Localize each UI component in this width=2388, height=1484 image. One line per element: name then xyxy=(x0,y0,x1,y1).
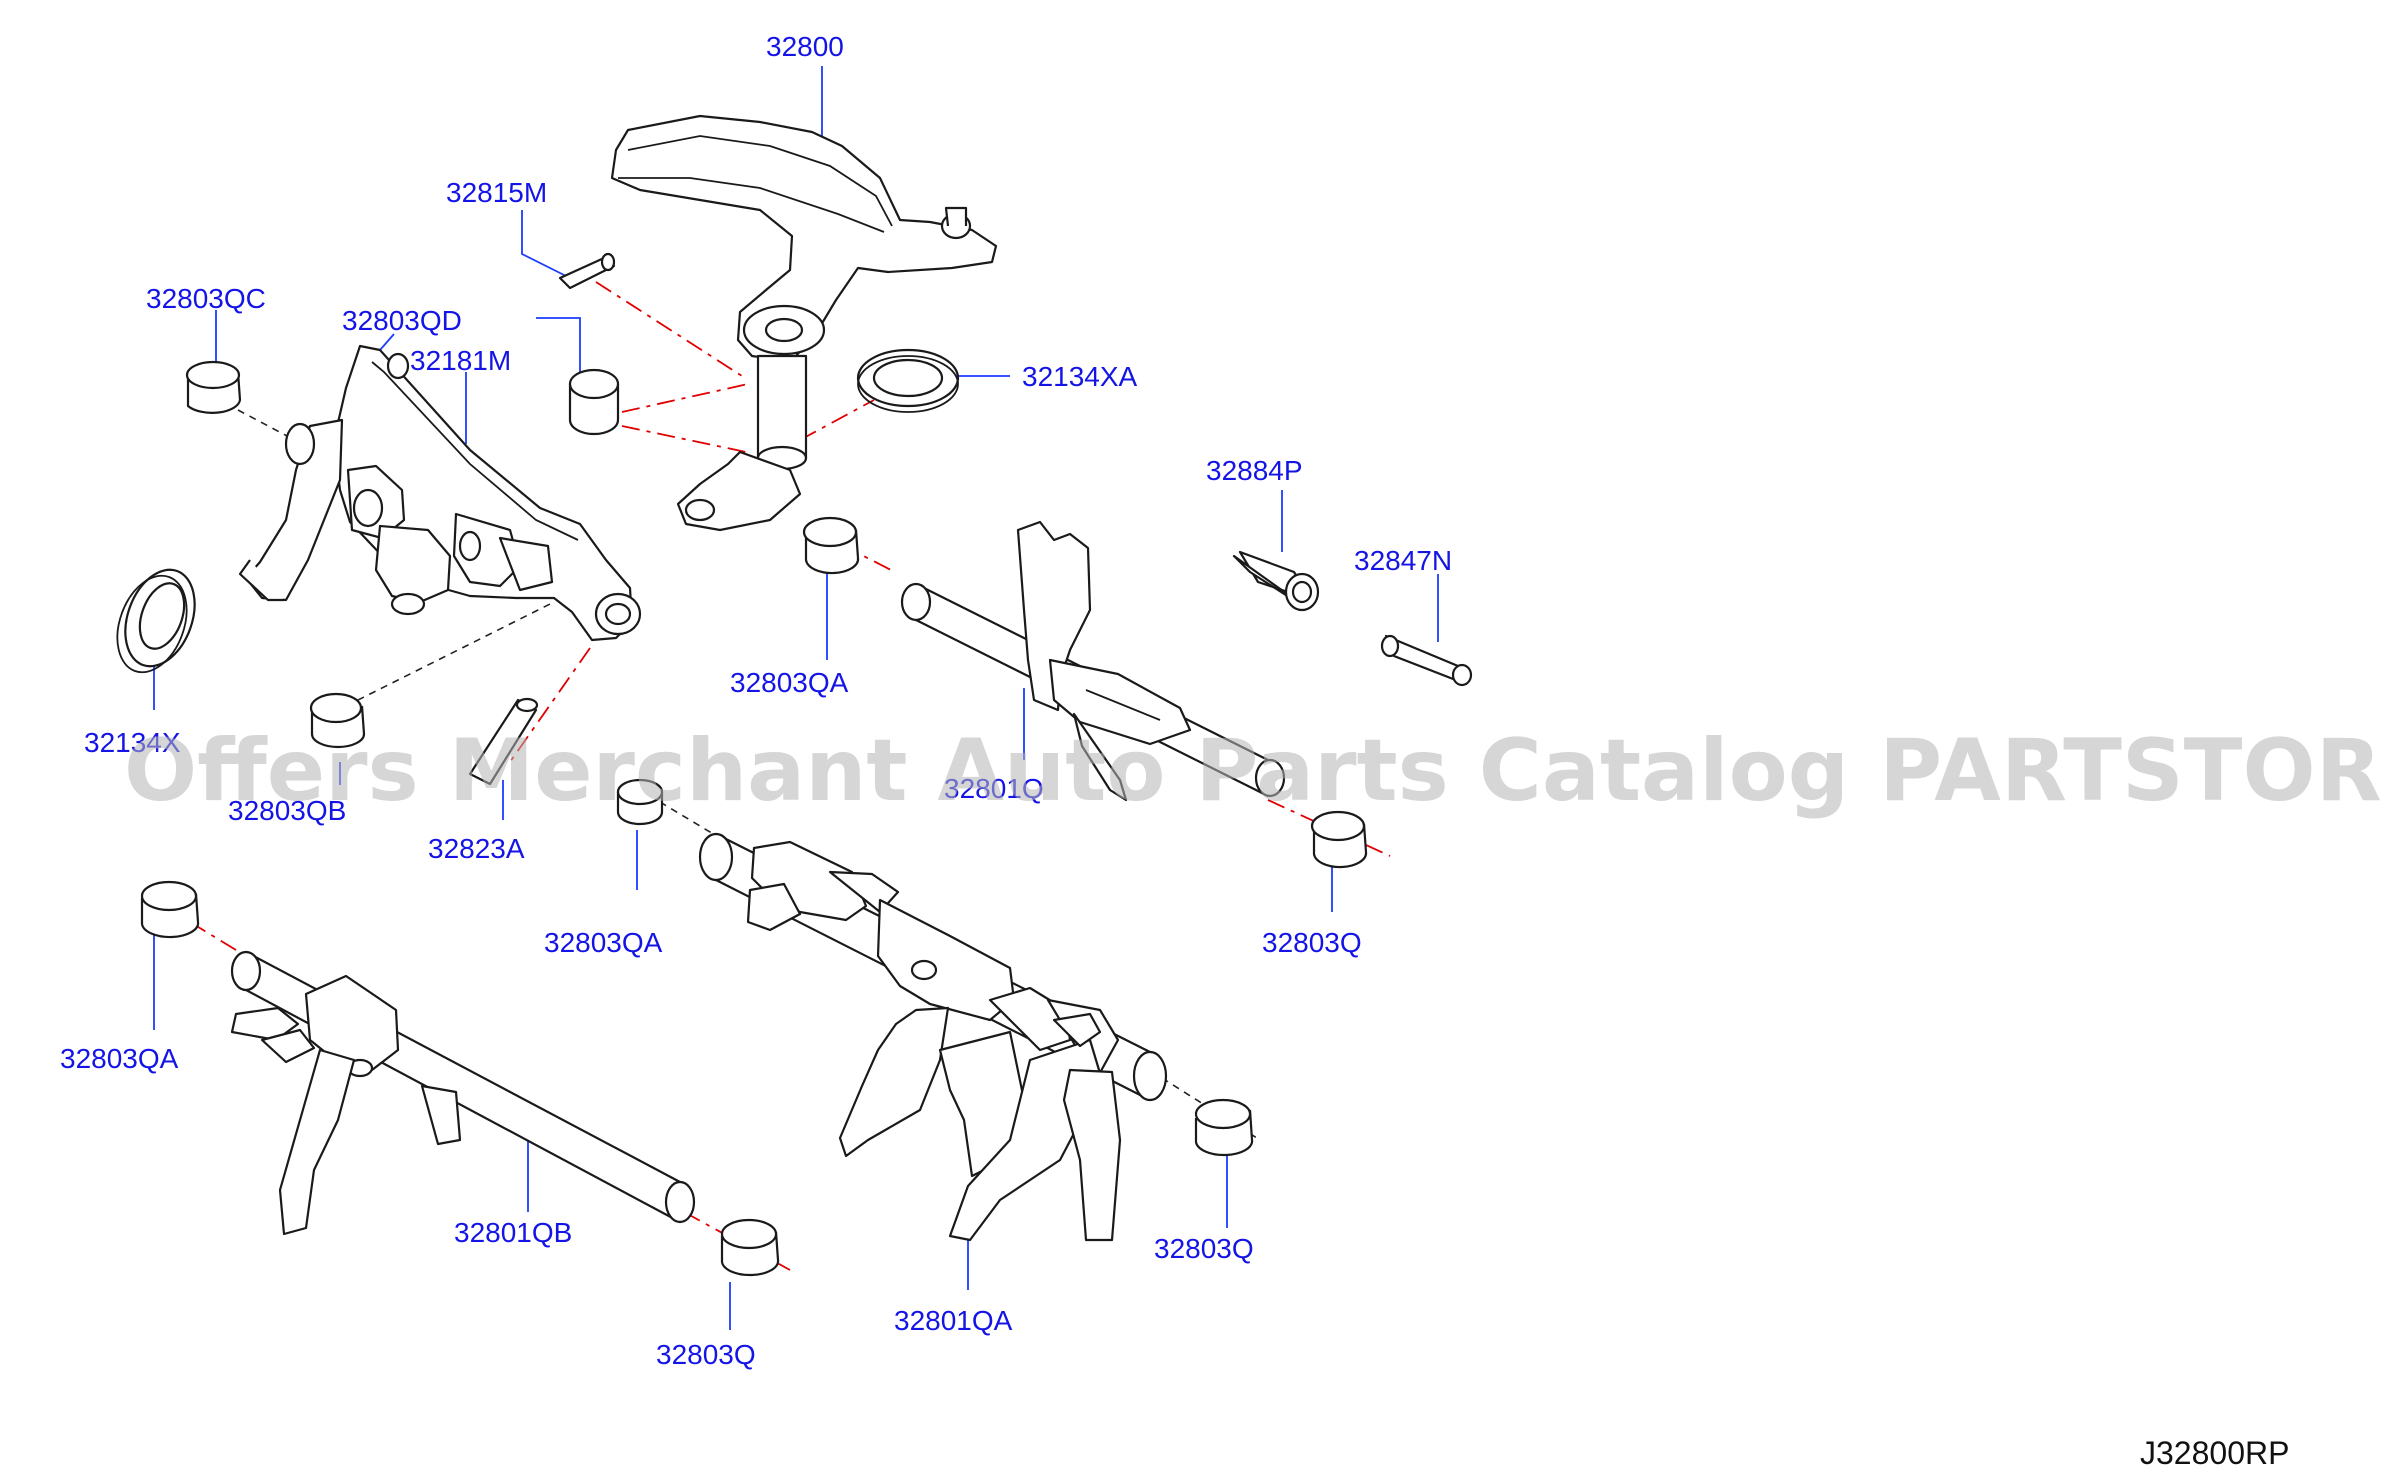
bushing-32803QA-mid xyxy=(616,778,664,826)
label-32803QC[interactable]: 32803QC xyxy=(146,283,266,314)
bushing-32803QA-top xyxy=(802,516,860,575)
label-32801Q[interactable]: 32801Q xyxy=(944,773,1044,804)
label-32803QB[interactable]: 32803QB xyxy=(228,795,346,826)
label-32803Q-bottom[interactable]: 32803Q xyxy=(656,1339,756,1370)
label-32803Q-lowright[interactable]: 32803Q xyxy=(1154,1233,1254,1264)
sleeve-32884P xyxy=(1232,550,1320,612)
label-32884P[interactable]: 32884P xyxy=(1206,455,1303,486)
label-32803QA-top[interactable]: 32803QA xyxy=(730,667,849,698)
label-32803QD[interactable]: 32803QD xyxy=(342,305,462,336)
pin-32847N xyxy=(1380,634,1473,687)
center-lines xyxy=(189,281,1391,1271)
label-32181M[interactable]: 32181M xyxy=(410,345,511,376)
label-32815M[interactable]: 32815M xyxy=(446,177,547,208)
label-32801QB[interactable]: 32801QB xyxy=(454,1217,572,1248)
label-32803QA-mid[interactable]: 32803QA xyxy=(544,927,663,958)
shift-rod-32801QA xyxy=(698,832,1168,1242)
bushing-32803QB xyxy=(309,692,366,749)
pin-32823A xyxy=(468,697,539,786)
bushing-32803Q-lowright xyxy=(1194,1098,1254,1157)
label-32800[interactable]: 32800 xyxy=(766,31,844,62)
watermark-text: Offers Merchant Auto Parts Catalog PARTS… xyxy=(124,721,2388,821)
bushing-32803QA-left xyxy=(140,880,200,939)
label-32801QA[interactable]: 32801QA xyxy=(894,1305,1013,1336)
seal-32134X xyxy=(116,568,196,674)
label-32803QA-left[interactable]: 32803QA xyxy=(60,1043,179,1074)
drawing-code: J32800RP xyxy=(2140,1435,2289,1471)
label-32847N[interactable]: 32847N xyxy=(1354,545,1452,576)
label-32803Q-right[interactable]: 32803Q xyxy=(1262,927,1362,958)
seal-32134XA xyxy=(856,348,960,413)
bushing-32803Q-right xyxy=(1310,810,1368,869)
shift-rod-32801Q xyxy=(900,520,1286,802)
part-labels: 32800 32815M 32803QC 32803QD 32181M 3213… xyxy=(60,31,1452,1370)
shift-lever-32800 xyxy=(610,114,998,532)
bushing-32803QC xyxy=(185,360,242,414)
shift-rod-32801QB xyxy=(230,950,696,1236)
label-32823A[interactable]: 32823A xyxy=(428,833,525,864)
leader-lines xyxy=(153,66,1439,1330)
bushing-32803QD xyxy=(568,368,620,436)
label-32134X[interactable]: 32134X xyxy=(84,727,181,758)
control-housing-32181M xyxy=(238,344,642,642)
pin-32815M xyxy=(558,252,616,290)
label-32134XA[interactable]: 32134XA xyxy=(1022,361,1138,392)
bushing-32803Q-bottom xyxy=(720,1218,780,1277)
